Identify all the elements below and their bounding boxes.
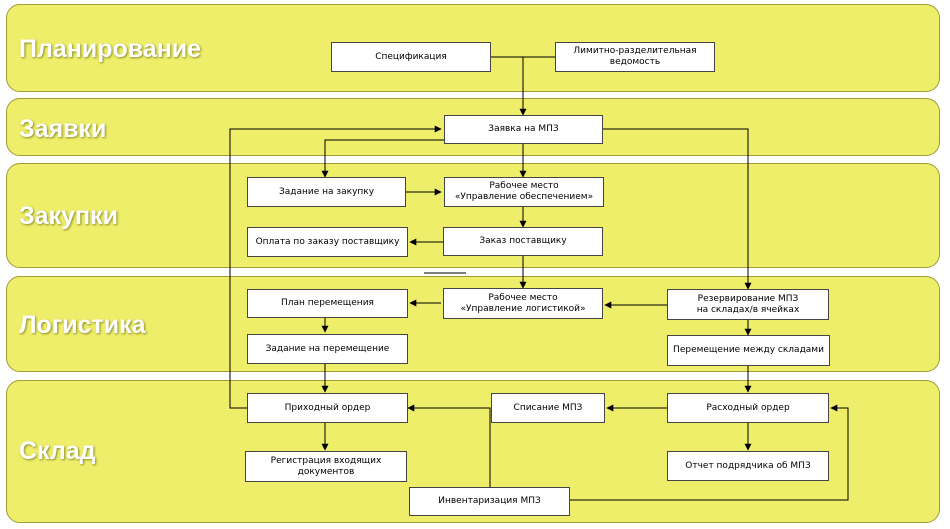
- box-workplace-supply: Рабочее место «Управление обеспечением»: [444, 177, 604, 207]
- box-supplier-order: Заказ поставщику: [443, 227, 603, 256]
- box-workplace-logistics: Рабочее место «Управление логистикой»: [443, 288, 603, 319]
- box-contractor-report: Отчет подрядчика об МПЗ: [667, 451, 829, 481]
- box-purchase-task: Задание на закупку: [247, 177, 406, 207]
- box-writeoff: Списание МПЗ: [491, 393, 605, 423]
- box-receipt-order: Приходный ордер: [247, 393, 408, 423]
- box-move-task: Задание на перемещение: [247, 334, 408, 364]
- box-supplier-payment: Оплата по заказу поставщику: [247, 227, 408, 257]
- box-mpz-request: Заявка на МПЗ: [444, 115, 603, 144]
- box-move-plan: План перемещения: [247, 289, 408, 318]
- box-inventory: Инвентаризация МПЗ: [409, 487, 570, 516]
- box-limit-sheet: Лимитно-разделительная ведомость: [555, 42, 715, 72]
- lane-title-warehouse: Склад: [19, 437, 96, 465]
- box-reservation: Резервирование МПЗ на складах/в ячейках: [667, 289, 829, 320]
- box-expense-order: Расходный ордер: [667, 393, 829, 423]
- lane-title-requests: Заявки: [19, 115, 107, 143]
- lane-title-purchases: Закупки: [19, 202, 118, 230]
- box-doc-registration: Регистрация входящих документов: [245, 451, 407, 482]
- lane-planning: Планирование: [6, 4, 940, 92]
- box-specification: Спецификация: [331, 42, 491, 72]
- box-transfer: Перемещение между складами: [667, 335, 830, 366]
- lane-title-logistics: Логистика: [19, 311, 146, 339]
- lane-title-planning: Планирование: [19, 35, 202, 63]
